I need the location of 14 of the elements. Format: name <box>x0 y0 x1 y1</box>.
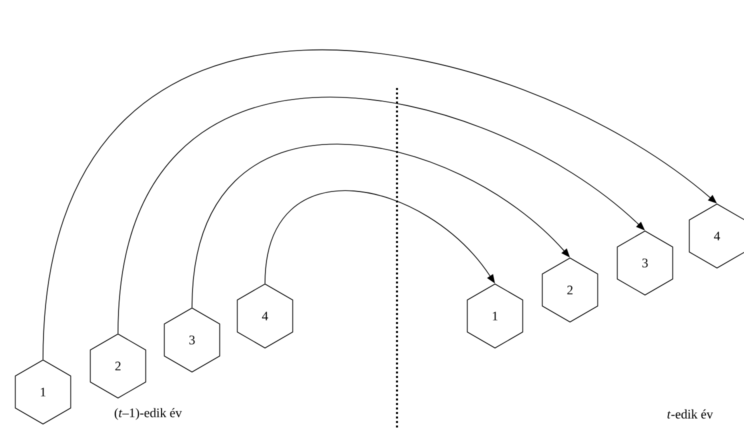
hexagon: 1 <box>14 360 72 424</box>
hexagon: 4 <box>688 204 744 268</box>
arrow <box>42 50 717 360</box>
arrow <box>264 190 495 284</box>
hexagon: 1 <box>466 284 524 348</box>
hexagon: 3 <box>164 308 220 372</box>
caption-text: t-edik év <box>668 409 714 419</box>
arrow <box>118 96 645 334</box>
hexagon: 2 <box>542 258 598 322</box>
hexagon: 2 <box>90 334 146 398</box>
arrow <box>192 144 570 308</box>
hexagon: 3 <box>616 230 674 296</box>
caption-text: (t–1)-edik év <box>114 408 182 420</box>
hexagon: 4 <box>236 284 294 348</box>
